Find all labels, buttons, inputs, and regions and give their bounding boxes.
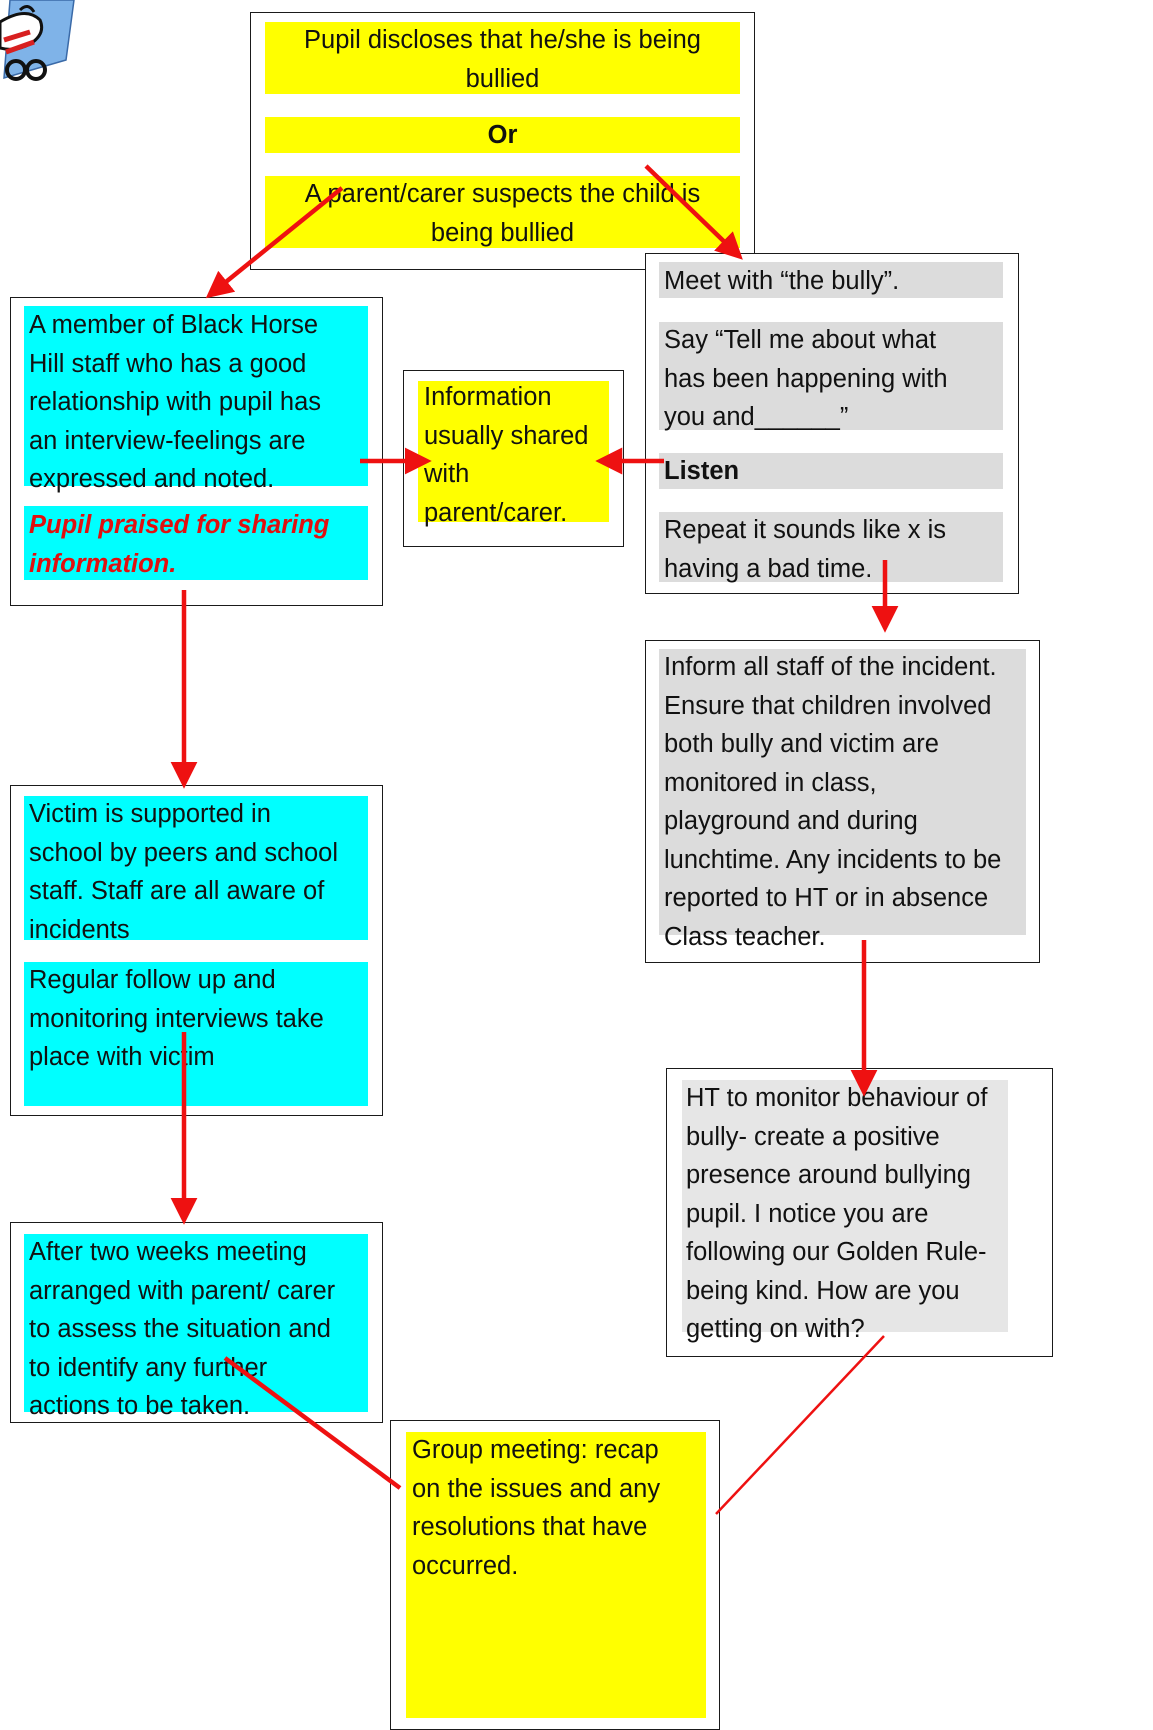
info-block (418, 381, 609, 522)
suspects-line: being bullied (430, 218, 575, 247)
or-label: Or (487, 121, 518, 149)
ht-text: HT to monitor behaviour of bully- create… (686, 1079, 987, 1349)
or-block (265, 117, 740, 153)
group-line: resolutions that have (412, 1513, 648, 1541)
info-line: usually shared (424, 421, 589, 450)
ht-line: pupil. I notice you are (686, 1199, 929, 1228)
inform-line: monitored in class, (664, 768, 877, 797)
followup-line: Regular follow up and (29, 966, 276, 994)
twoweeks-line: After two weeks meeting (29, 1238, 307, 1266)
praise-line: Pupil praised for sharing (29, 511, 330, 539)
inform-line: Ensure that children involved (664, 691, 992, 720)
twoweeks-line: to identify any further (29, 1353, 268, 1382)
meet-text: Meet with “the bully”. (664, 267, 900, 295)
ht-line: presence around bullying (686, 1161, 971, 1189)
praise-text: Pupil praised for sharing information. (29, 506, 329, 583)
say-text: Say “Tell me about what has been happeni… (664, 321, 948, 437)
repeat-block (659, 512, 1003, 582)
group-line: occurred. (412, 1551, 519, 1580)
victim-text: Victim is supported in school by peers a… (29, 795, 338, 949)
suspects-text: A parent/carer suspects the child is bei… (265, 175, 740, 252)
followup-text: Regular follow up and monitoring intervi… (29, 961, 324, 1077)
group-line: on the issues and any (412, 1474, 661, 1503)
followup-block (24, 962, 368, 1106)
group-block (406, 1432, 706, 1718)
ht-line: being kind. How are you (686, 1276, 960, 1305)
info-text: Information usually shared with parent/c… (424, 378, 588, 532)
inform-block (659, 649, 1026, 935)
say-line: you and______” (664, 403, 849, 431)
inform-line: lunchtime. Any incidents to be (664, 845, 1002, 874)
disclose-line: Pupil discloses that he/she is being (304, 26, 701, 54)
arrow-ht-to-group (715, 1335, 885, 1515)
disclose-text: Pupil discloses that he/she is being bul… (265, 21, 740, 98)
repeat-text: Repeat it sounds like x is having a bad … (664, 511, 946, 588)
info-line: with (424, 460, 470, 488)
info-line: Information (424, 383, 552, 411)
listen-block (659, 453, 1003, 489)
say-block (659, 322, 1003, 430)
staff-line: Hill staff who has a good (29, 349, 307, 378)
listen-label: Listen (664, 457, 740, 485)
group-text: Group meeting: recap on the issues and a… (412, 1431, 660, 1585)
ht-line: getting on with? (686, 1315, 865, 1343)
ht-line: following our Golden Rule- (686, 1238, 987, 1266)
staff-line: expressed and noted. (29, 465, 275, 493)
say-line: Say “Tell me about what (664, 326, 937, 354)
staff-line: relationship with pupil has (29, 388, 322, 416)
praise-line: information. (29, 549, 177, 578)
cartoon-clipart-icon (0, 0, 75, 81)
victim-line: Victim is supported in (29, 800, 271, 828)
disclose-line: bullied (465, 64, 540, 93)
victim-line: incidents (29, 915, 130, 944)
ht-block (682, 1080, 1008, 1332)
ht-line: HT to monitor behaviour of (686, 1084, 988, 1112)
staff-text: A member of Black Horse Hill staff who h… (29, 306, 321, 499)
followup-line: monitoring interviews take (29, 1004, 324, 1033)
disclose-block (265, 22, 740, 94)
inform-line: Inform all staff of the incident. (664, 653, 997, 681)
suspects-line: A parent/carer suspects the child is (304, 180, 701, 208)
staff-block (24, 306, 368, 486)
inform-line: Class teacher. (664, 922, 826, 951)
victim-line: staff. Staff are all aware of (29, 877, 325, 905)
victim-block (24, 796, 368, 940)
inform-line: reported to HT or in absence (664, 884, 989, 912)
twoweeks-line: arranged with parent/ carer (29, 1276, 336, 1305)
info-line: parent/carer. (424, 498, 568, 527)
ht-line: bully- create a positive (686, 1122, 940, 1151)
praise-block (24, 506, 368, 580)
inform-text: Inform all staff of the incident. Ensure… (664, 648, 1001, 956)
staff-line: an interview-feelings are (29, 426, 306, 455)
group-line: Group meeting: recap (412, 1436, 659, 1464)
repeat-line: having a bad time. (664, 554, 873, 583)
inform-line: playground and during (664, 807, 918, 835)
repeat-line: Repeat it sounds like x is (664, 516, 947, 544)
say-line: has been happening with (664, 364, 948, 393)
inform-line: both bully and victim are (664, 730, 939, 758)
meet-block (659, 262, 1003, 298)
victim-line: school by peers and school (29, 838, 339, 867)
twoweeks-text: After two weeks meeting arranged with pa… (29, 1233, 335, 1426)
twoweeks-line: actions to be taken. (29, 1392, 251, 1420)
twoweeks-line: to assess the situation and (29, 1315, 331, 1343)
staff-line: A member of Black Horse (29, 311, 319, 339)
followup-line: place with victim (29, 1043, 215, 1071)
